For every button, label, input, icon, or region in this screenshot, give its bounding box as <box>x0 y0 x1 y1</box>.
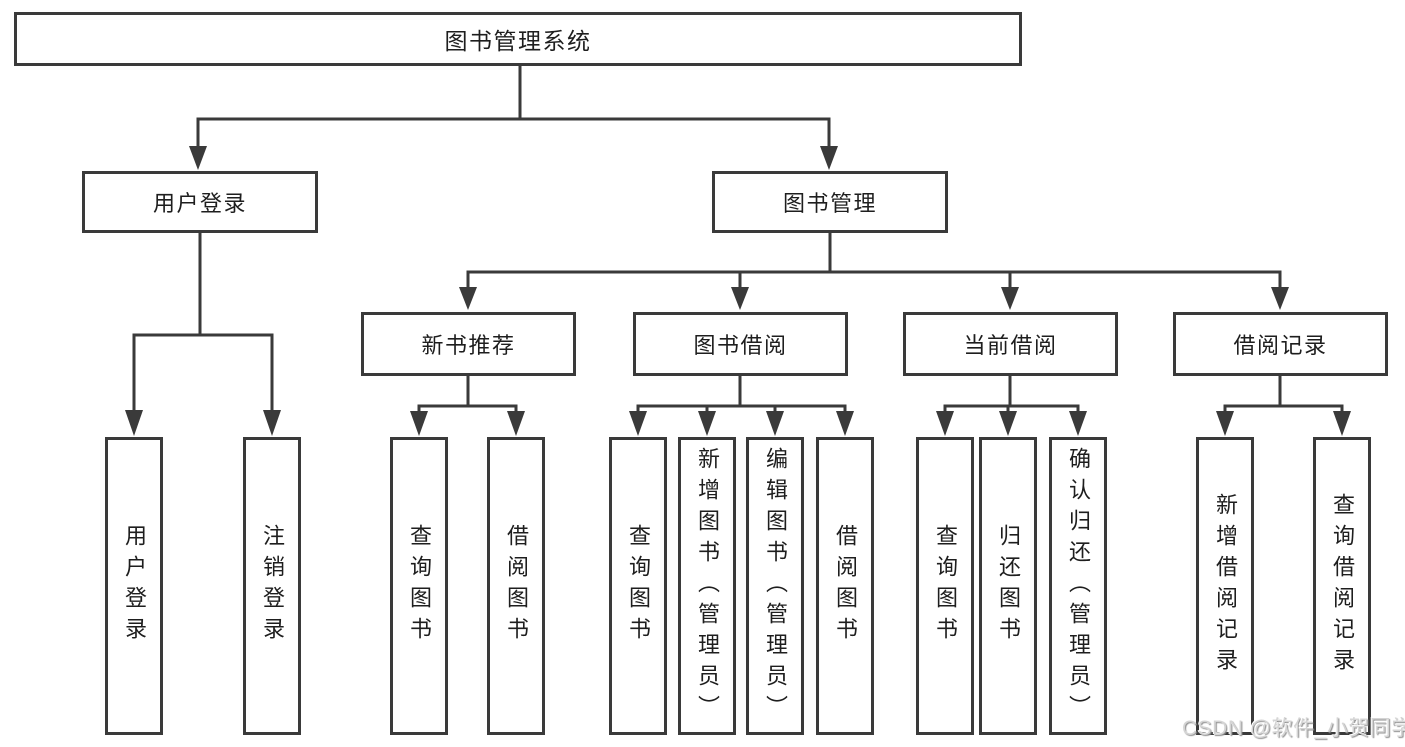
node-label: 新增借阅记录 <box>1213 493 1238 679</box>
connector-root-to-level2 <box>189 64 838 170</box>
node-label: 借阅图书 <box>833 524 858 648</box>
arrow-down-icon <box>507 411 525 436</box>
arrow-down-icon <box>1001 287 1019 310</box>
node-label: 用户登录 <box>152 191 247 216</box>
arrow-down-icon <box>698 411 716 436</box>
node-library-management-system: 图书管理系统 <box>14 12 1022 66</box>
node-borrow-books: 借阅图书 <box>816 437 874 735</box>
node-label: 确认归还（管理员） <box>1066 446 1091 726</box>
node-label: 图书管理 <box>782 191 877 216</box>
node-query-books-current: 查询图书 <box>916 437 974 735</box>
arrow-down-icon <box>999 411 1017 436</box>
arrow-down-icon <box>629 411 647 436</box>
arrow-down-icon <box>820 146 838 170</box>
csdn-watermark: CSDN @软件_小贺同学 <box>1182 717 1405 740</box>
node-label: 编辑图书（管理员） <box>763 446 788 726</box>
node-label: 当前借阅 <box>963 333 1058 358</box>
arrow-down-icon <box>263 410 281 436</box>
arrow-down-icon <box>1333 411 1351 436</box>
node-borrowing-records: 借阅记录 <box>1173 312 1388 376</box>
node-borrow-books-recommend: 借阅图书 <box>487 437 545 735</box>
node-edit-book-admin: 编辑图书（管理员） <box>746 437 804 735</box>
node-label: 新书推荐 <box>421 333 516 358</box>
connector-new-book-recommend-children <box>410 374 525 436</box>
arrow-down-icon <box>836 411 854 436</box>
node-logout: 注销登录 <box>243 437 301 735</box>
node-label: 注销登录 <box>260 524 285 648</box>
connector-book-management-children <box>459 231 1289 310</box>
connector-book-borrowing-children <box>629 374 854 436</box>
node-confirm-return-admin: 确认归还（管理员） <box>1049 437 1107 735</box>
arrow-down-icon <box>459 287 477 310</box>
node-query-books-recommend: 查询图书 <box>390 437 448 735</box>
arrow-down-icon <box>125 410 143 436</box>
arrow-down-icon <box>1069 411 1087 436</box>
node-label: 查询图书 <box>933 524 958 648</box>
node-label: 用户登录 <box>122 524 147 648</box>
node-label: 查询图书 <box>626 524 651 648</box>
node-query-books-borrowing: 查询图书 <box>609 437 667 735</box>
arrow-down-icon <box>936 411 954 436</box>
node-label: 图书管理系统 <box>444 28 592 54</box>
node-query-borrow-record: 查询借阅记录 <box>1313 437 1371 735</box>
node-label: 新增图书（管理员） <box>695 446 720 726</box>
node-add-borrow-record: 新增借阅记录 <box>1196 437 1254 735</box>
connector-borrowing-records-children <box>1216 374 1351 436</box>
node-book-management: 图书管理 <box>712 171 948 233</box>
node-user-login-module: 用户登录 <box>82 171 318 233</box>
node-current-borrowing: 当前借阅 <box>903 312 1118 376</box>
node-add-book-admin: 新增图书（管理员） <box>678 437 736 735</box>
connector-current-borrowing-children <box>936 374 1087 436</box>
node-label: 查询借阅记录 <box>1330 493 1355 679</box>
arrow-down-icon <box>1216 411 1234 436</box>
arrow-down-icon <box>410 411 428 436</box>
arrow-down-icon <box>731 287 749 310</box>
node-label: 借阅图书 <box>504 524 529 648</box>
node-label: 借阅记录 <box>1233 333 1328 358</box>
node-label: 图书借阅 <box>693 333 788 358</box>
node-label: 查询图书 <box>407 524 432 648</box>
arrow-down-icon <box>1271 287 1289 310</box>
node-book-borrowing: 图书借阅 <box>633 312 848 376</box>
arrow-down-icon <box>189 146 207 170</box>
node-new-book-recommend: 新书推荐 <box>361 312 576 376</box>
node-label: 归还图书 <box>996 524 1021 648</box>
connector-user-login-children <box>125 231 281 436</box>
node-return-book: 归还图书 <box>979 437 1037 735</box>
node-user-login: 用户登录 <box>105 437 163 735</box>
arrow-down-icon <box>766 411 784 436</box>
